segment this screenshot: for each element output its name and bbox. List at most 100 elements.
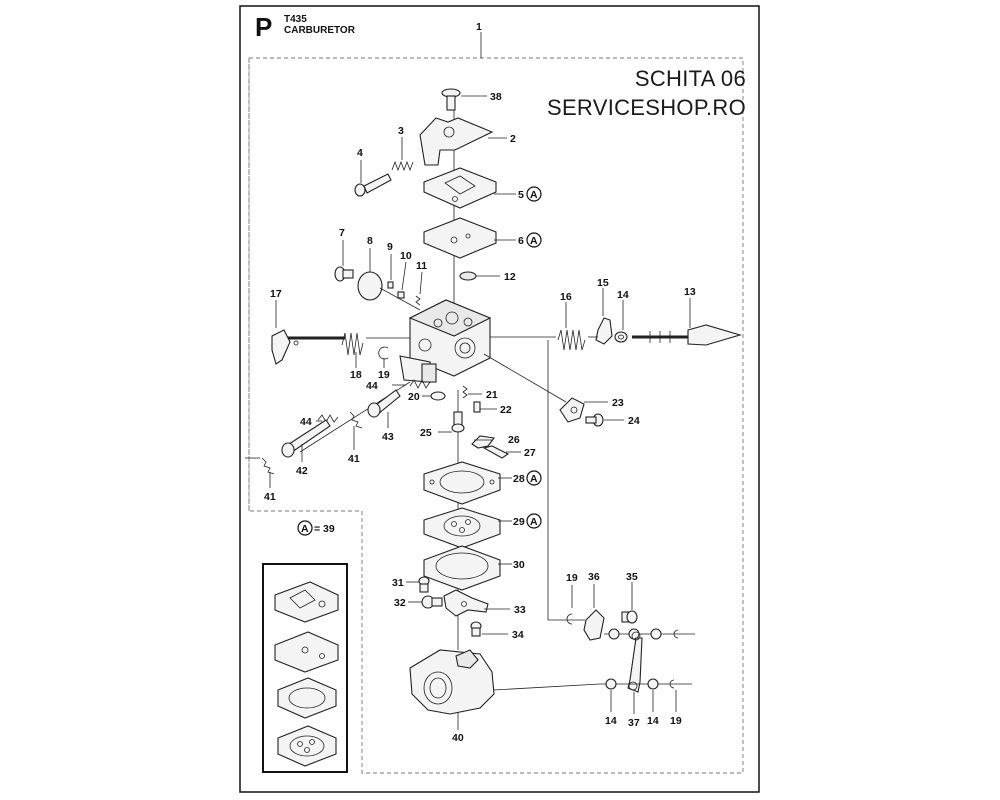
part-35-screw: [621, 610, 638, 624]
callout-36: 36: [588, 571, 600, 583]
callout-14c: 14: [647, 715, 659, 727]
kit-gasket-d: [277, 725, 337, 767]
part-14-washer-b: [605, 678, 617, 690]
section-letter: P: [255, 12, 273, 42]
callout-13: 13: [684, 286, 696, 298]
part-10-plug: [397, 291, 405, 299]
callout-40: 40: [452, 732, 464, 744]
linkage-clip-top: [673, 629, 679, 639]
part-24-screw: [585, 413, 604, 427]
part-8-throttle-disc: [357, 271, 421, 311]
callout-41b: 41: [348, 453, 360, 465]
part-6-diaphragm: [423, 217, 497, 259]
kit-marker-29-circle: [526, 513, 542, 529]
part-26-lever: [471, 435, 495, 449]
kit-marker-6-circle: [526, 232, 542, 248]
kit-equals: = 39: [314, 523, 335, 535]
linkage-washer-2: [628, 628, 640, 640]
callout-2: 2: [510, 133, 516, 145]
callout-19b: 19: [566, 572, 578, 584]
callout-8: 8: [367, 235, 373, 247]
callout-27: 27: [524, 447, 536, 459]
part-14-washer-hole: [618, 334, 624, 340]
part-44-spring-a: [409, 379, 431, 389]
callout-14b: 14: [605, 715, 617, 727]
carburetor-body: [399, 299, 492, 383]
callout-12: 12: [504, 271, 516, 283]
assembly-boundary: [248, 57, 744, 774]
part-28-gasket: [423, 461, 501, 505]
model-code: T435: [284, 14, 307, 25]
part-12-o-ring: [459, 271, 477, 281]
callout-35: 35: [626, 571, 638, 583]
kit-symbol-circle: [297, 520, 313, 536]
callout-24: 24: [628, 415, 640, 427]
callout-33: 33: [514, 604, 526, 616]
kit-gasket-c: [277, 677, 337, 719]
part-36-lever: [583, 609, 605, 641]
linkage-washer-1: [608, 628, 620, 640]
part-43-screw: [367, 389, 401, 418]
callout-15: 15: [597, 277, 609, 289]
axis-23: [483, 353, 567, 403]
callout-32: 32: [394, 597, 406, 609]
callout-19c: 19: [670, 715, 682, 727]
callout-16: 16: [560, 291, 572, 303]
part-19-clip-b: [566, 613, 573, 625]
header-model: T435 CARBURETOR: [284, 14, 355, 36]
part-11-spring: [415, 295, 421, 306]
callout-41a: 41: [264, 491, 276, 503]
part-9-pin: [387, 281, 394, 289]
part-30-cover: [423, 545, 501, 591]
page-frame: [239, 5, 760, 793]
axis-40: [493, 683, 601, 691]
part-19-clip-c: [669, 679, 675, 689]
part-14-washer-c: [647, 678, 659, 690]
callout-14a: 14: [617, 289, 629, 301]
callout-23: 23: [612, 397, 624, 409]
callout-28: 28: [513, 473, 525, 485]
callout-22: 22: [500, 404, 512, 416]
part-32-screw: [421, 595, 443, 609]
part-25-screw: [451, 411, 465, 433]
callout-37: 37: [628, 717, 640, 729]
kit-marker-29: A: [530, 516, 538, 528]
callout-34: 34: [512, 629, 524, 641]
kit-marker-5-circle: [526, 186, 542, 202]
part-2-bracket: [419, 117, 494, 166]
callout-19a: 19: [378, 369, 390, 381]
part-14-washer: [614, 331, 628, 343]
callout-26: 26: [508, 434, 520, 446]
kit-marker-6: A: [530, 235, 538, 247]
linkage-washer-3: [650, 628, 662, 640]
callout-4: 4: [357, 147, 363, 159]
part-44-spring-b: [317, 414, 339, 423]
callout-10: 10: [400, 250, 412, 262]
part-27-pin: [482, 445, 510, 459]
callout-29: 29: [513, 516, 525, 528]
part-41-spring-a: [261, 457, 275, 475]
part-38-screw: [441, 88, 461, 111]
part-4-screw: [354, 173, 392, 197]
part-29-diaphragm: [423, 507, 501, 549]
callout-38: 38: [490, 91, 502, 103]
part-23-lever-plate: [559, 397, 585, 423]
part-17-throttle-shaft: [271, 329, 345, 365]
part-33-lever: [443, 589, 489, 617]
callout-25: 25: [420, 427, 432, 439]
part-31-screw: [418, 576, 430, 593]
kit-marker-5: A: [530, 189, 538, 201]
kit-marker-28-circle: [526, 470, 542, 486]
kit-gasket-b: [274, 631, 339, 673]
part-34-screw: [470, 621, 482, 637]
part-5-gasket: [423, 167, 497, 209]
part-18-spring: [341, 332, 364, 356]
part-16-spring: [557, 329, 586, 351]
kit-gasket-a: [274, 581, 339, 623]
callout-20: 20: [408, 391, 420, 403]
part-13-choke-shaft: [632, 324, 742, 346]
part-37-rod: [627, 631, 643, 693]
callout-31: 31: [392, 577, 404, 589]
